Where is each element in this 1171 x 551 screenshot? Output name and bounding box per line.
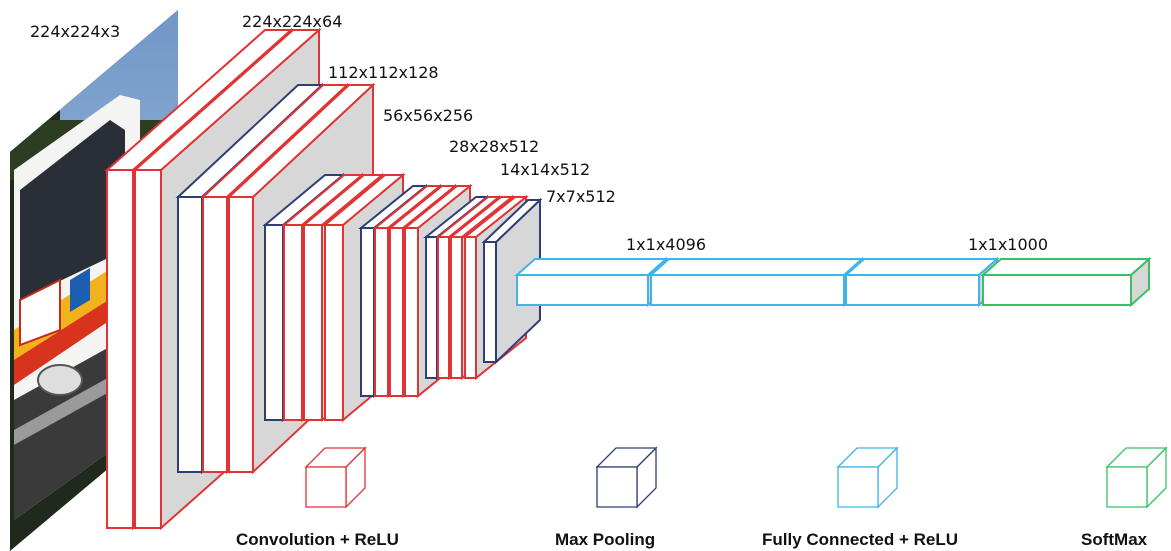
label-block2: 112x112x128 [328,63,439,82]
softmax-bar [980,256,1152,308]
fc-bar-2 [648,256,865,308]
label-fc: 1x1x4096 [626,235,706,254]
fc-bar-1 [514,256,669,308]
legend-conv-cube [304,446,367,509]
legend-fc-label: Fully Connected + ReLU [762,530,958,549]
label-input: 224x224x3 [30,22,120,41]
legend-pool-label: Max Pooling [555,530,655,549]
label-block5: 14x14x512 [500,160,590,179]
label-pool5: 7x7x512 [546,187,616,206]
legend-softmax-cube [1105,446,1168,509]
legend-fc-cube [836,446,899,509]
feature-map-blocks [104,27,543,531]
legend-softmax-label: SoftMax [1081,530,1148,549]
legend-conv-label: Convolution + ReLU [236,530,399,549]
legend-pool-cube [595,446,658,509]
fc-bar-3 [843,256,1000,308]
label-softmax: 1x1x1000 [968,235,1048,254]
label-block4: 28x28x512 [449,137,539,156]
legend [304,446,1168,509]
label-block3: 56x56x256 [383,106,473,125]
dense-layers [514,256,1152,308]
label-block1: 224x224x64 [242,12,342,31]
